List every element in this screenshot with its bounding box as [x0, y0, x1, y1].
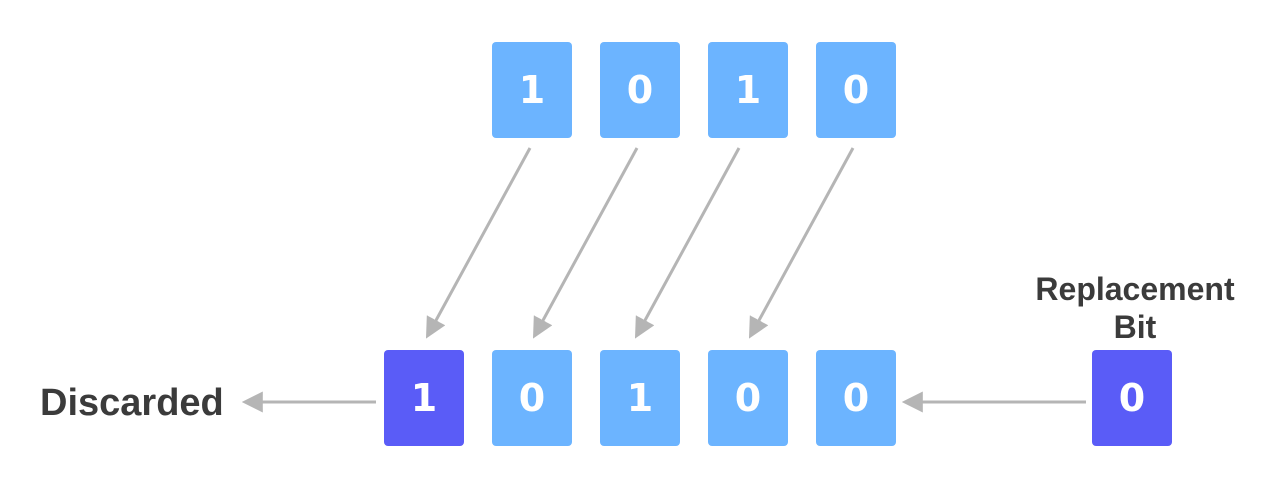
replacement-label-line2: Bit: [1113, 309, 1157, 345]
replacement-bit-label: Replacement Bit: [1010, 270, 1260, 346]
shift-arrow-4: [748, 147, 855, 339]
shift-arrow-1: [425, 147, 532, 339]
discarded-label: Discarded: [40, 382, 224, 424]
output-bit-1: 0: [492, 350, 572, 446]
output-bit-2: 1: [600, 350, 680, 446]
input-bit-1: 1: [492, 42, 572, 138]
replacement-label-line1: Replacement: [1035, 271, 1235, 307]
input-bit-3: 1: [708, 42, 788, 138]
input-bit-2: 0: [600, 42, 680, 138]
output-bit-3: 0: [708, 350, 788, 446]
discarded-bit: 1: [384, 350, 464, 446]
shift-arrow-2: [532, 147, 639, 339]
shift-arrow-3: [634, 147, 741, 339]
input-bit-4: 0: [816, 42, 896, 138]
output-bit-4: 0: [816, 350, 896, 446]
replacement-bit: 0: [1092, 350, 1172, 446]
